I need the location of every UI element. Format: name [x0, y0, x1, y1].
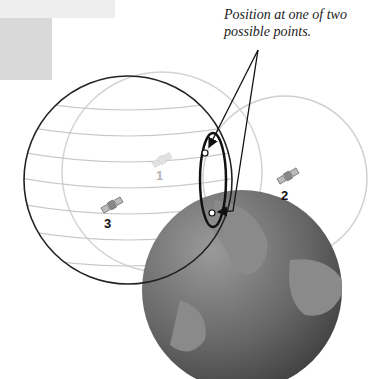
satellite-number: 3 — [104, 216, 111, 231]
intersection-circle — [200, 133, 226, 227]
position-point — [209, 210, 215, 216]
satellite-number: 2 — [281, 188, 288, 203]
range-sphere — [24, 76, 232, 284]
earth-land — [170, 200, 345, 351]
position-point — [202, 150, 208, 156]
satellite-icon — [276, 167, 299, 185]
satellite-number: 1 — [156, 168, 163, 183]
satellite-icon — [100, 196, 123, 214]
corner-block — [0, 18, 52, 80]
corner-block — [0, 0, 115, 18]
callout-note: Position at one of two possible points. — [224, 6, 374, 40]
leader-arrow — [218, 50, 258, 212]
satellite-icon — [151, 152, 172, 169]
